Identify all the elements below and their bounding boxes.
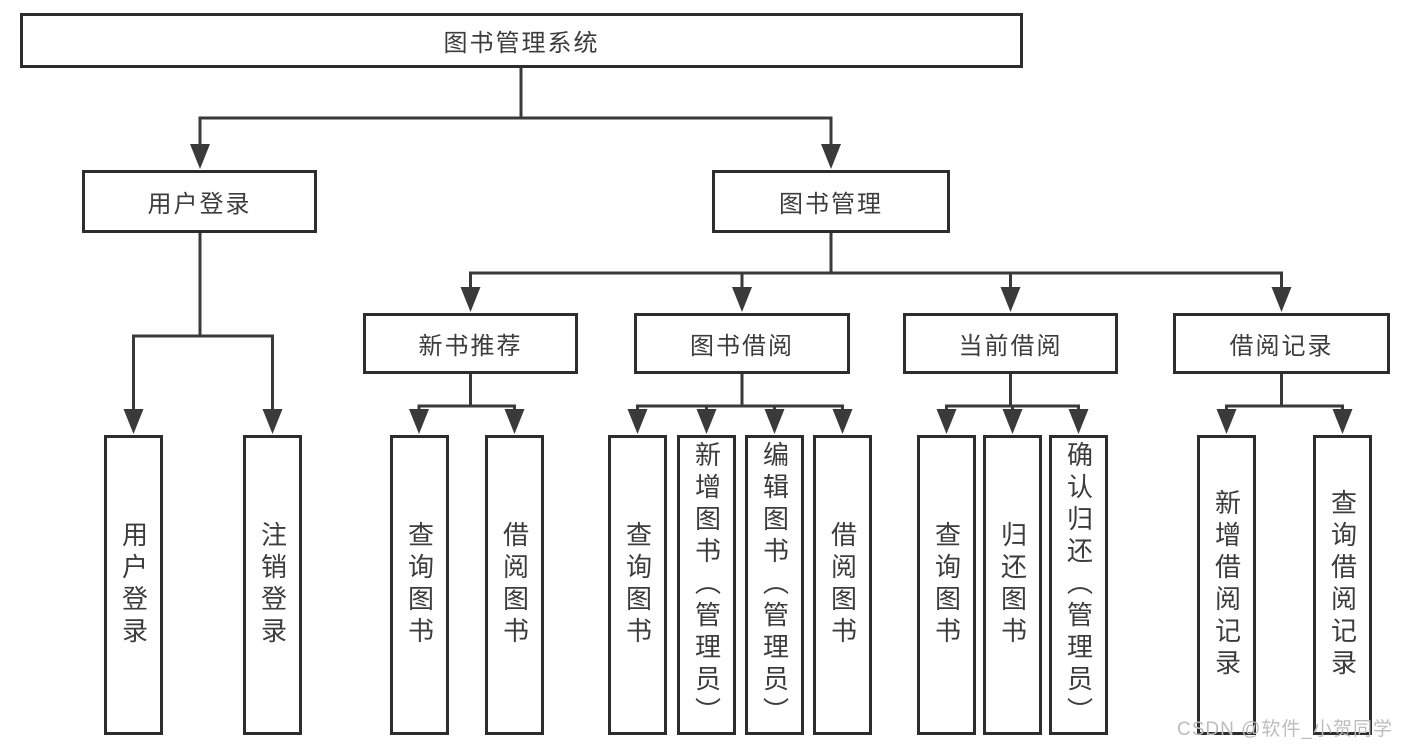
leaf-label: 借阅图书: [499, 521, 530, 649]
node-user-login: 用户登录: [82, 170, 317, 233]
leaf-label: 借阅图书: [827, 521, 858, 649]
leaf-label: 编辑图书（管理员）: [759, 441, 790, 729]
leaf-label: 新增图书（管理员）: [691, 441, 722, 729]
leaf-borrow-edit-books-admin: 编辑图书（管理员）: [745, 435, 804, 735]
leaf-borrow-query-books: 查询图书: [608, 435, 667, 735]
leaf-label: 查询图书: [622, 521, 653, 649]
leaf-label: 查询图书: [404, 521, 435, 649]
node-book-management: 图书管理: [712, 170, 950, 233]
leaf-current-return-books: 归还图书: [983, 435, 1042, 735]
leaf-label: 注销登录: [257, 521, 288, 649]
leaf-recommend-borrow-books: 借阅图书: [485, 435, 544, 735]
leaf-label: 确认归还（管理员）: [1063, 441, 1094, 729]
leaf-current-confirm-return-admin: 确认归还（管理员）: [1049, 435, 1108, 735]
leaf-logout-login: 注销登录: [243, 435, 302, 735]
leaf-record-query-borrow-record: 查询借阅记录: [1313, 435, 1372, 735]
leaf-label: 用户登录: [118, 521, 149, 649]
node-book-borrowing: 图书借阅: [634, 313, 850, 374]
leaf-recommend-query-books: 查询图书: [390, 435, 449, 735]
node-root: 图书管理系统: [20, 13, 1023, 68]
leaf-user-login: 用户登录: [104, 435, 163, 735]
node-current-borrowing: 当前借阅: [903, 313, 1118, 374]
leaf-label: 归还图书: [997, 521, 1028, 649]
csdn-watermark: CSDN @软件_小贺同学: [1177, 719, 1393, 740]
leaf-label: 查询图书: [931, 521, 962, 649]
node-borrowing-records: 借阅记录: [1173, 313, 1390, 374]
leaf-record-add-borrow-record: 新增借阅记录: [1197, 435, 1256, 735]
leaf-label: 新增借阅记录: [1211, 489, 1242, 681]
leaf-label: 查询借阅记录: [1327, 489, 1358, 681]
leaf-borrow-borrow-books: 借阅图书: [813, 435, 872, 735]
node-new-book-recommendation: 新书推荐: [363, 313, 578, 374]
leaf-borrow-add-books-admin: 新增图书（管理员）: [677, 435, 736, 735]
leaf-current-query-books: 查询图书: [917, 435, 976, 735]
